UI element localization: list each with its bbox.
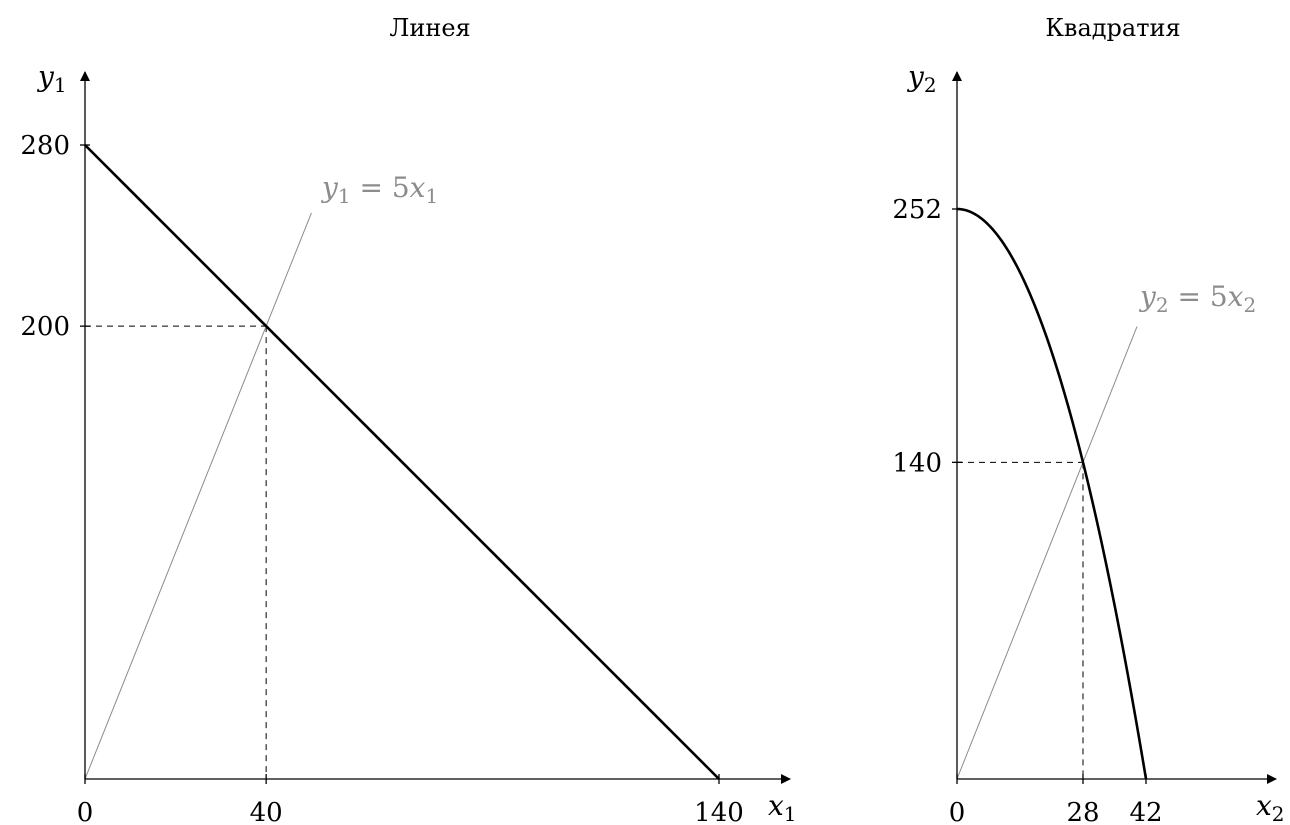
- frontier-curve: [956, 207, 1148, 780]
- ray-equation-label: y2 = 5x2: [1138, 280, 1256, 317]
- y-tick-label: 200: [20, 312, 70, 342]
- ray-equation-label: y1 = 5x1: [320, 171, 438, 208]
- x-tick-label: 140: [694, 798, 744, 825]
- chart-title: Квадратия: [1045, 14, 1180, 42]
- y-tick-label: 140: [892, 448, 942, 478]
- x-tick-label: 0: [77, 798, 94, 825]
- chart-lineya: Линея 0 40 140 200 280 y1 x1: [20, 14, 796, 825]
- y-tick-label: 280: [20, 131, 70, 161]
- y-tick-label: 252: [892, 195, 942, 225]
- y-axis-label: y1: [36, 60, 67, 97]
- ray-line: [956, 326, 1138, 780]
- x-axis-label: x1: [768, 789, 797, 825]
- chart-kvadratiya: Квадратия 0 28 42 140 252 y2 x2 y2 = 5x2: [892, 14, 1284, 825]
- ray-line: [84, 212, 312, 780]
- frontier-line: [84, 144, 720, 780]
- y-axis-label: y2: [906, 60, 937, 97]
- chart-title: Линея: [389, 14, 470, 42]
- x-axis-label: x2: [1256, 789, 1285, 825]
- x-tick-label: 0: [949, 798, 966, 825]
- x-tick-label: 42: [1129, 798, 1162, 825]
- x-tick-label: 40: [250, 798, 283, 825]
- x-tick-label: 28: [1066, 798, 1099, 825]
